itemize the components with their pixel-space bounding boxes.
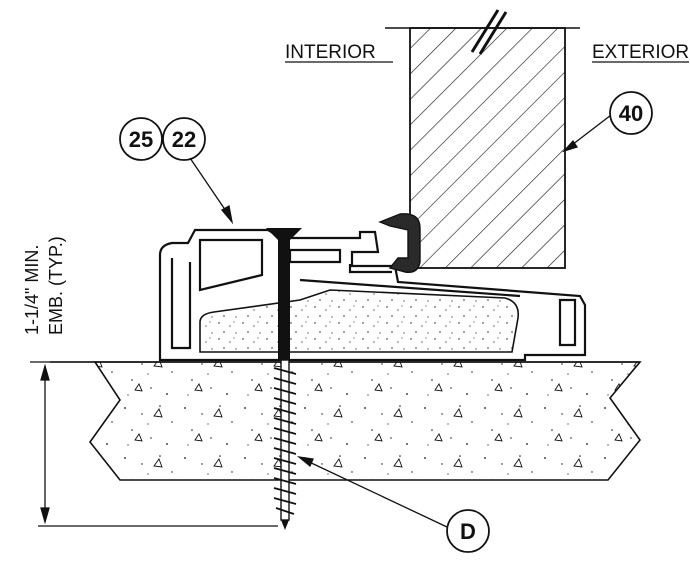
wall-framing-section [409, 27, 566, 269]
leader-lines [189, 111, 616, 528]
interior-label: INTERIOR [285, 42, 376, 63]
break-mark-2 [478, 11, 508, 55]
exterior-label: EXTERIOR [592, 42, 689, 63]
callout-bubble-22 [162, 117, 206, 161]
callout-D-text: D [460, 519, 476, 544]
callout-22-text: 22 [172, 127, 196, 152]
callout-bubble-D [446, 509, 490, 553]
weather-seal-gasket [378, 213, 421, 273]
embedment-note-line2: EMB. (TYP.) [46, 236, 66, 335]
callout-40-text: 40 [619, 101, 643, 126]
concrete-substrate [88, 361, 642, 481]
embedment-dimension [30, 361, 278, 527]
anchor-screw [266, 228, 302, 530]
embedment-note-line1: 1-1/4" MIN. [22, 245, 42, 335]
callout-bubble-25 [119, 117, 163, 161]
callout-25-text: 25 [129, 127, 153, 152]
foam-insulation-insert [199, 289, 520, 353]
break-mark [470, 9, 500, 53]
callout-bubble-40 [609, 91, 653, 135]
